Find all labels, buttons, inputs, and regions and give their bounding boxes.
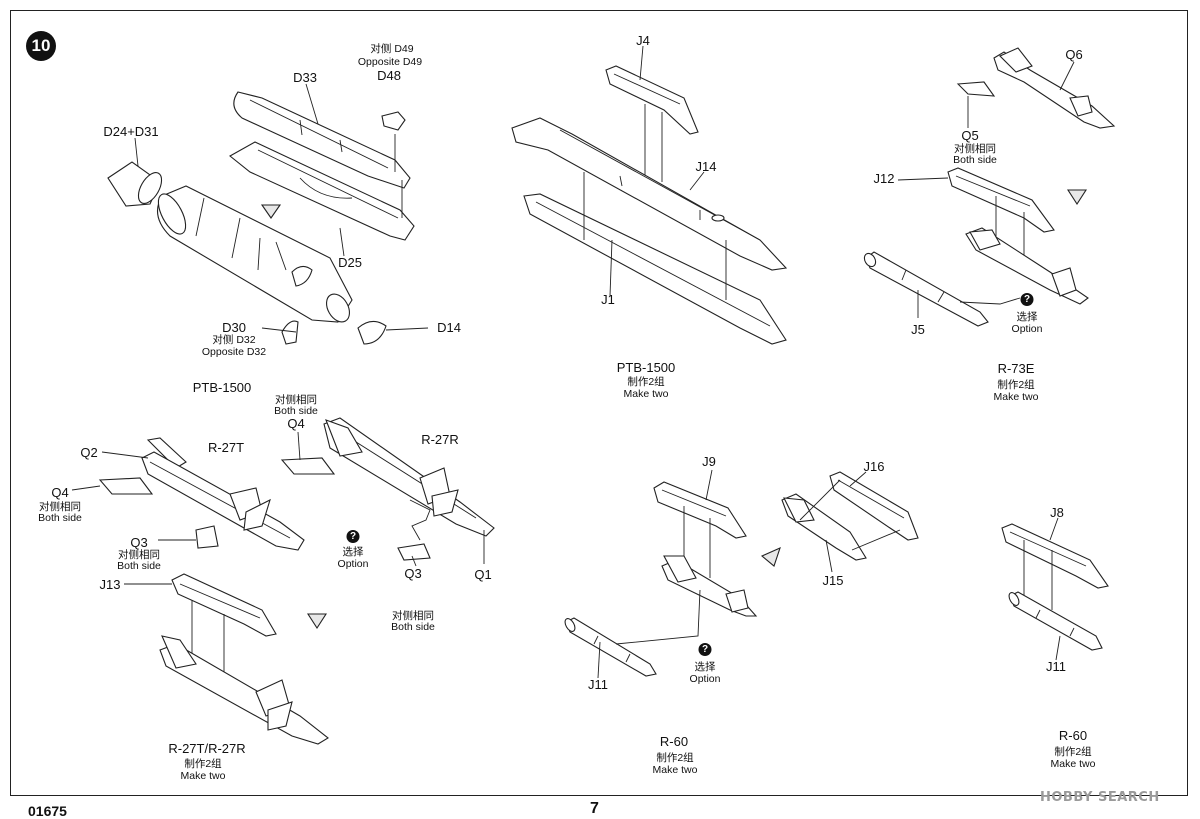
page-border: [10, 10, 1188, 796]
label-d24-d31: D24+D31: [103, 124, 159, 139]
step-number-badge: 10: [26, 31, 56, 61]
label-r73e: R-73E: [997, 361, 1035, 376]
label-ptb-left: PTB-1500: [192, 380, 252, 395]
label-j5: J5: [911, 322, 925, 337]
label-r60-mid: R-60: [659, 734, 689, 749]
ptb-1500-middle-drawing: [511, 65, 788, 345]
label-r27-option-en: Option: [337, 558, 369, 570]
r-60-right-drawing: [1001, 523, 1109, 651]
label-r27-option-cn: 选择: [342, 546, 364, 558]
page-number: 7: [590, 800, 599, 817]
label-r60-option-en: Option: [689, 673, 721, 685]
label-q3-right-cn: 对侧相同: [392, 610, 434, 622]
label-q1: Q1: [474, 567, 492, 582]
label-r27t: R-27T: [207, 440, 245, 455]
label-d30: D30: [222, 320, 246, 335]
label-ptb-mid-en: Make two: [623, 388, 669, 400]
label-j14: J14: [695, 159, 717, 174]
label-d33: D33: [293, 70, 317, 85]
label-r27tr-en: Make two: [180, 770, 226, 782]
label-d48: D48: [377, 68, 401, 83]
label-q4-left: Q4: [51, 485, 69, 500]
label-q4-top-cn: 对侧相同: [275, 394, 317, 406]
label-r60-option-cn: 选择: [694, 661, 716, 673]
label-q3-left-en: Both side: [117, 560, 161, 572]
label-q4-left-cn: 对侧相同: [39, 501, 81, 513]
catalog-number: 01675: [28, 803, 67, 819]
label-j8: J8: [1050, 505, 1064, 520]
label-r73e-cn: 制作2组: [997, 379, 1035, 391]
label-r60-right-cn: 制作2组: [1054, 746, 1092, 758]
watermark: HOBBY SEARCH: [1040, 790, 1160, 805]
label-r73e-en: Make two: [993, 391, 1039, 403]
label-j13: J13: [99, 577, 121, 592]
ptb-1500-exploded-drawing: [107, 91, 429, 345]
label-j16: J16: [863, 459, 885, 474]
option-icon: ?: [1020, 293, 1034, 306]
label-j9: J9: [702, 454, 716, 469]
label-r27tr: R-27T/R-27R: [168, 741, 246, 756]
label-q6: Q6: [1065, 47, 1083, 62]
option-icon: ?: [698, 643, 712, 656]
label-d32-en: Opposite D32: [201, 346, 267, 358]
label-q5-en: Both side: [953, 154, 997, 166]
label-d49-en: Opposite D49: [357, 56, 423, 68]
label-q3-right-en: Both side: [391, 621, 435, 633]
label-r27r: R-27R: [421, 432, 459, 447]
label-ptb-mid-cn: 制作2组: [627, 376, 665, 388]
label-j4: J4: [636, 33, 650, 48]
label-j1: J1: [601, 292, 615, 307]
label-q4-top-en: Both side: [274, 405, 318, 417]
r-73e-drawing: [863, 47, 1116, 327]
label-q3-left-cn: 对侧相同: [118, 549, 160, 561]
r-27-drawing: [98, 417, 495, 745]
label-q4-left-en: Both side: [38, 512, 82, 524]
label-j15: J15: [822, 573, 844, 588]
label-q5-cn: 对侧相同: [954, 143, 996, 155]
label-q3-right: Q3: [404, 566, 422, 581]
label-j12: J12: [873, 171, 895, 186]
label-ptb-mid: PTB-1500: [616, 360, 676, 375]
label-r73-option-en: Option: [1011, 323, 1043, 335]
label-d49-cn: 对侧 D49: [370, 43, 414, 55]
label-j11-right: J11: [1046, 659, 1066, 674]
label-r73-option-cn: 选择: [1016, 311, 1038, 323]
label-r60-mid-en: Make two: [652, 764, 698, 776]
label-q4-top: Q4: [287, 416, 305, 431]
option-icon: ?: [346, 530, 360, 543]
label-r60-mid-cn: 制作2组: [656, 752, 694, 764]
label-d32-cn: 对侧 D32: [212, 334, 256, 346]
label-d25: D25: [338, 255, 362, 270]
leader-lines: [71, 45, 1075, 679]
label-d14: D14: [437, 320, 461, 335]
label-r27tr-cn: 制作2组: [184, 758, 222, 770]
label-r60-right-en: Make two: [1050, 758, 1096, 770]
label-j11-mid: J11: [588, 677, 608, 692]
label-q2: Q2: [80, 445, 98, 460]
label-q5: Q5: [961, 128, 979, 143]
r-60-middle-drawing: [564, 471, 919, 677]
label-q3-left: Q3: [130, 535, 148, 550]
label-r60-right: R-60: [1058, 728, 1088, 743]
